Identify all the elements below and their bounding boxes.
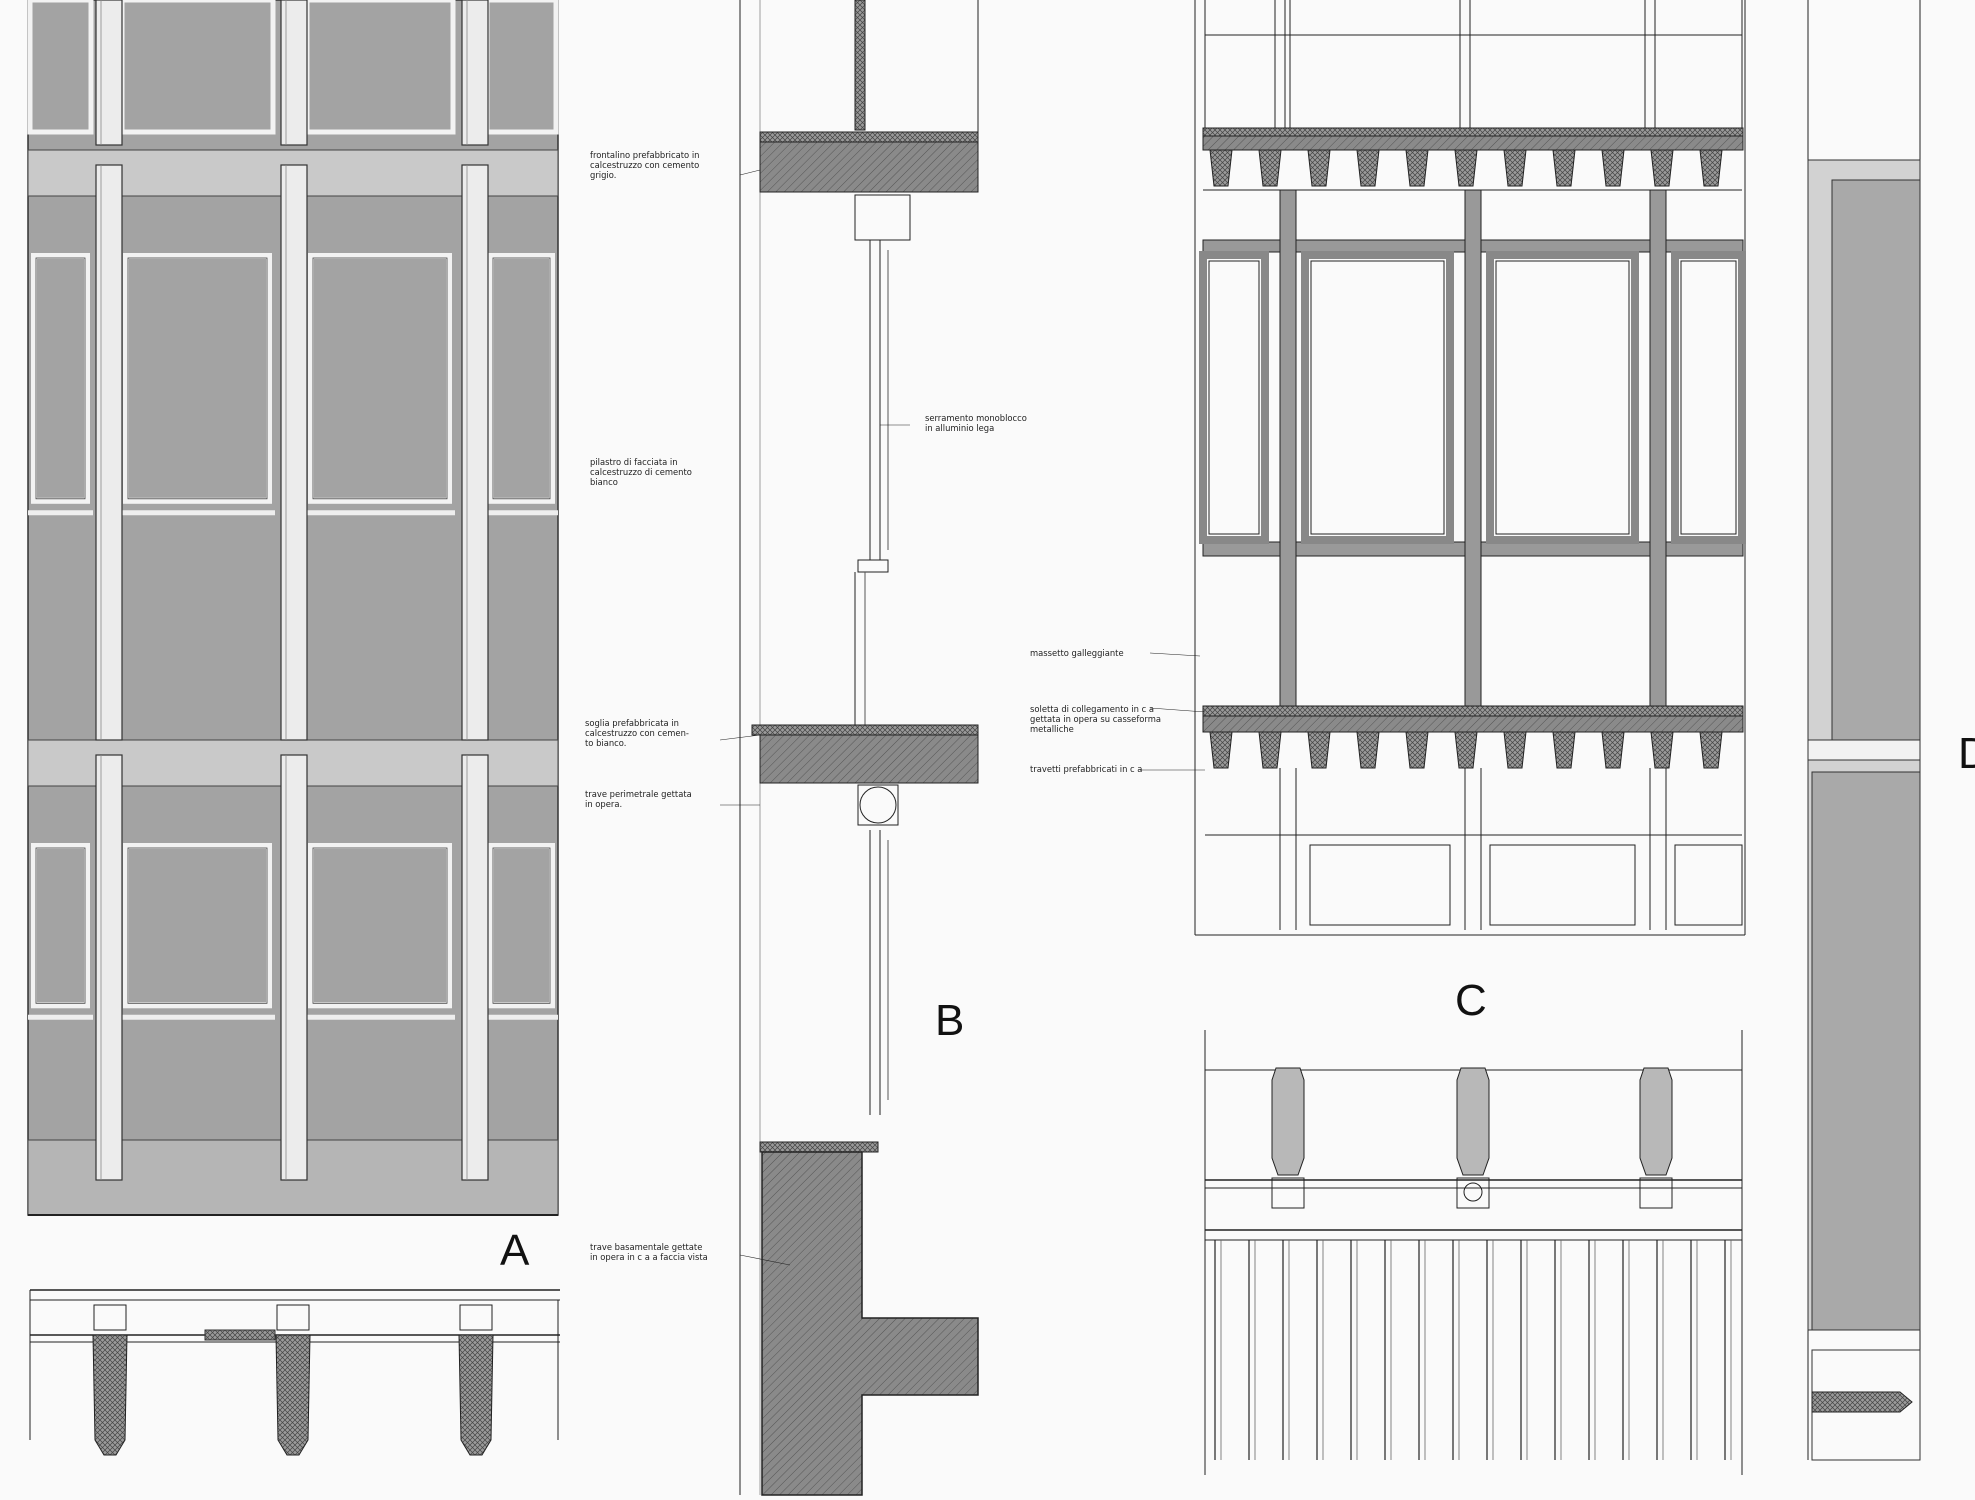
elevation-a-windows [27, 0, 559, 1020]
note-c-3: travetti prefabbricati in c a [1030, 764, 1142, 774]
elevation-d [1807, 0, 1921, 1461]
panel-labels: A B C D [500, 729, 1975, 1275]
label-a: A [500, 1226, 530, 1275]
elevation-c [1194, 0, 1746, 936]
elevation-c-windows [1199, 189, 1746, 707]
elevation-a-columns [95, 0, 489, 1181]
plan-a [29, 1289, 560, 1456]
label-c: C [1455, 976, 1487, 1025]
label-b: B [935, 996, 964, 1045]
label-d: D [1958, 729, 1975, 778]
note-c-1: massetto galleggiante [1030, 648, 1124, 658]
plan-c [1204, 1030, 1743, 1475]
section-b [739, 0, 979, 1496]
elevation-a [27, 0, 559, 1216]
elevation-c-upper-glazing [1204, 0, 1743, 128]
